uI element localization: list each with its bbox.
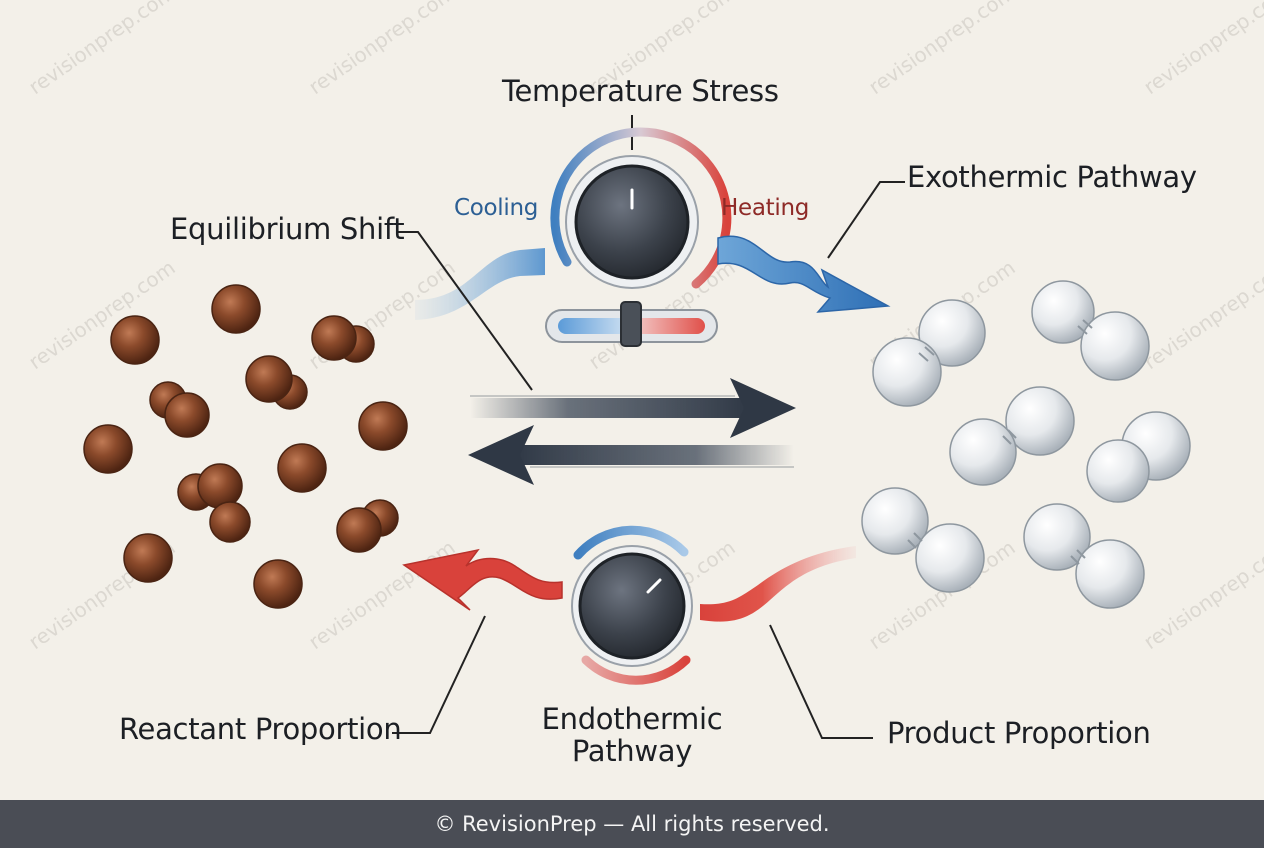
reactant-particles <box>83 284 408 609</box>
watermark: revisionprep.com <box>1139 255 1264 374</box>
cooling-wave <box>415 248 545 320</box>
watermark: revisionprep.com <box>1139 0 1264 99</box>
cooling-label: Cooling <box>454 195 539 221</box>
product-particles <box>861 280 1191 609</box>
watermark: revisionprep.com <box>24 0 179 99</box>
leader-lines <box>392 181 905 739</box>
equilibrium-arrows <box>468 378 796 485</box>
watermark: revisionprep.com <box>304 535 459 654</box>
endothermic-wave-arrow <box>700 546 856 622</box>
equilibrium-shift-label: Equilibrium Shift <box>170 212 405 246</box>
watermark: revisionprep.com <box>304 0 459 99</box>
temperature-dial-top <box>545 115 732 347</box>
diagram-canvas: revisionprep.com revisionprep.com revisi… <box>24 0 1264 739</box>
copyright-footer: © RevisionPrep — All rights reserved. <box>0 800 1264 848</box>
exothermic-wave-arrow <box>717 235 891 313</box>
heating-label: Heating <box>721 195 810 221</box>
temperature-stress-label: Temperature Stress <box>502 74 779 108</box>
reactant-proportion-label: Reactant Proportion <box>119 712 402 746</box>
watermark: revisionprep.com <box>864 0 1019 99</box>
endothermic-pathway-line2: Pathway <box>571 733 693 768</box>
endothermic-pathway-label: Endothermic Pathway <box>540 702 724 768</box>
endothermic-arrow-head <box>402 548 563 611</box>
watermark: revisionprep.com <box>1139 535 1264 654</box>
temperature-dial-bottom <box>571 525 693 685</box>
copyright-text: © RevisionPrep — All rights reserved. <box>434 812 830 836</box>
exothermic-pathway-label: Exothermic Pathway <box>907 160 1197 194</box>
product-bonds <box>907 319 1093 565</box>
endothermic-pathway-line1: Endothermic <box>541 702 723 736</box>
watermark: revisionprep.com <box>24 255 179 374</box>
product-proportion-label: Product Proportion <box>887 716 1151 750</box>
